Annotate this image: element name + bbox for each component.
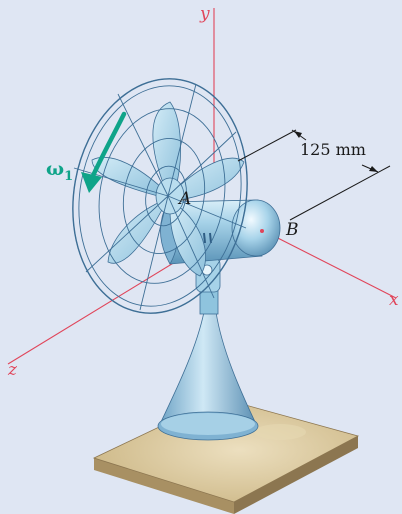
fan-blades: [91, 101, 245, 277]
x-axis-label: x: [389, 290, 399, 310]
base-plate: [92, 397, 360, 514]
y-axis-label: y: [200, 4, 210, 24]
fan-cage: [72, 78, 248, 314]
point-b-marker: [260, 229, 264, 233]
omega-symbol: ω: [46, 158, 65, 180]
omega-arrow: [81, 111, 127, 193]
dimension-arrowheads: [294, 131, 378, 172]
point-b-label: B: [286, 220, 299, 240]
omega-subscript: 1: [64, 168, 74, 184]
z-axis: [7, 247, 199, 365]
z-axis-label: z: [8, 360, 17, 380]
dimension-label: 125 mm: [300, 140, 366, 159]
omega-label: ω1: [46, 160, 73, 183]
point-a-label: A: [179, 189, 192, 209]
x-axis: [261, 229, 397, 299]
